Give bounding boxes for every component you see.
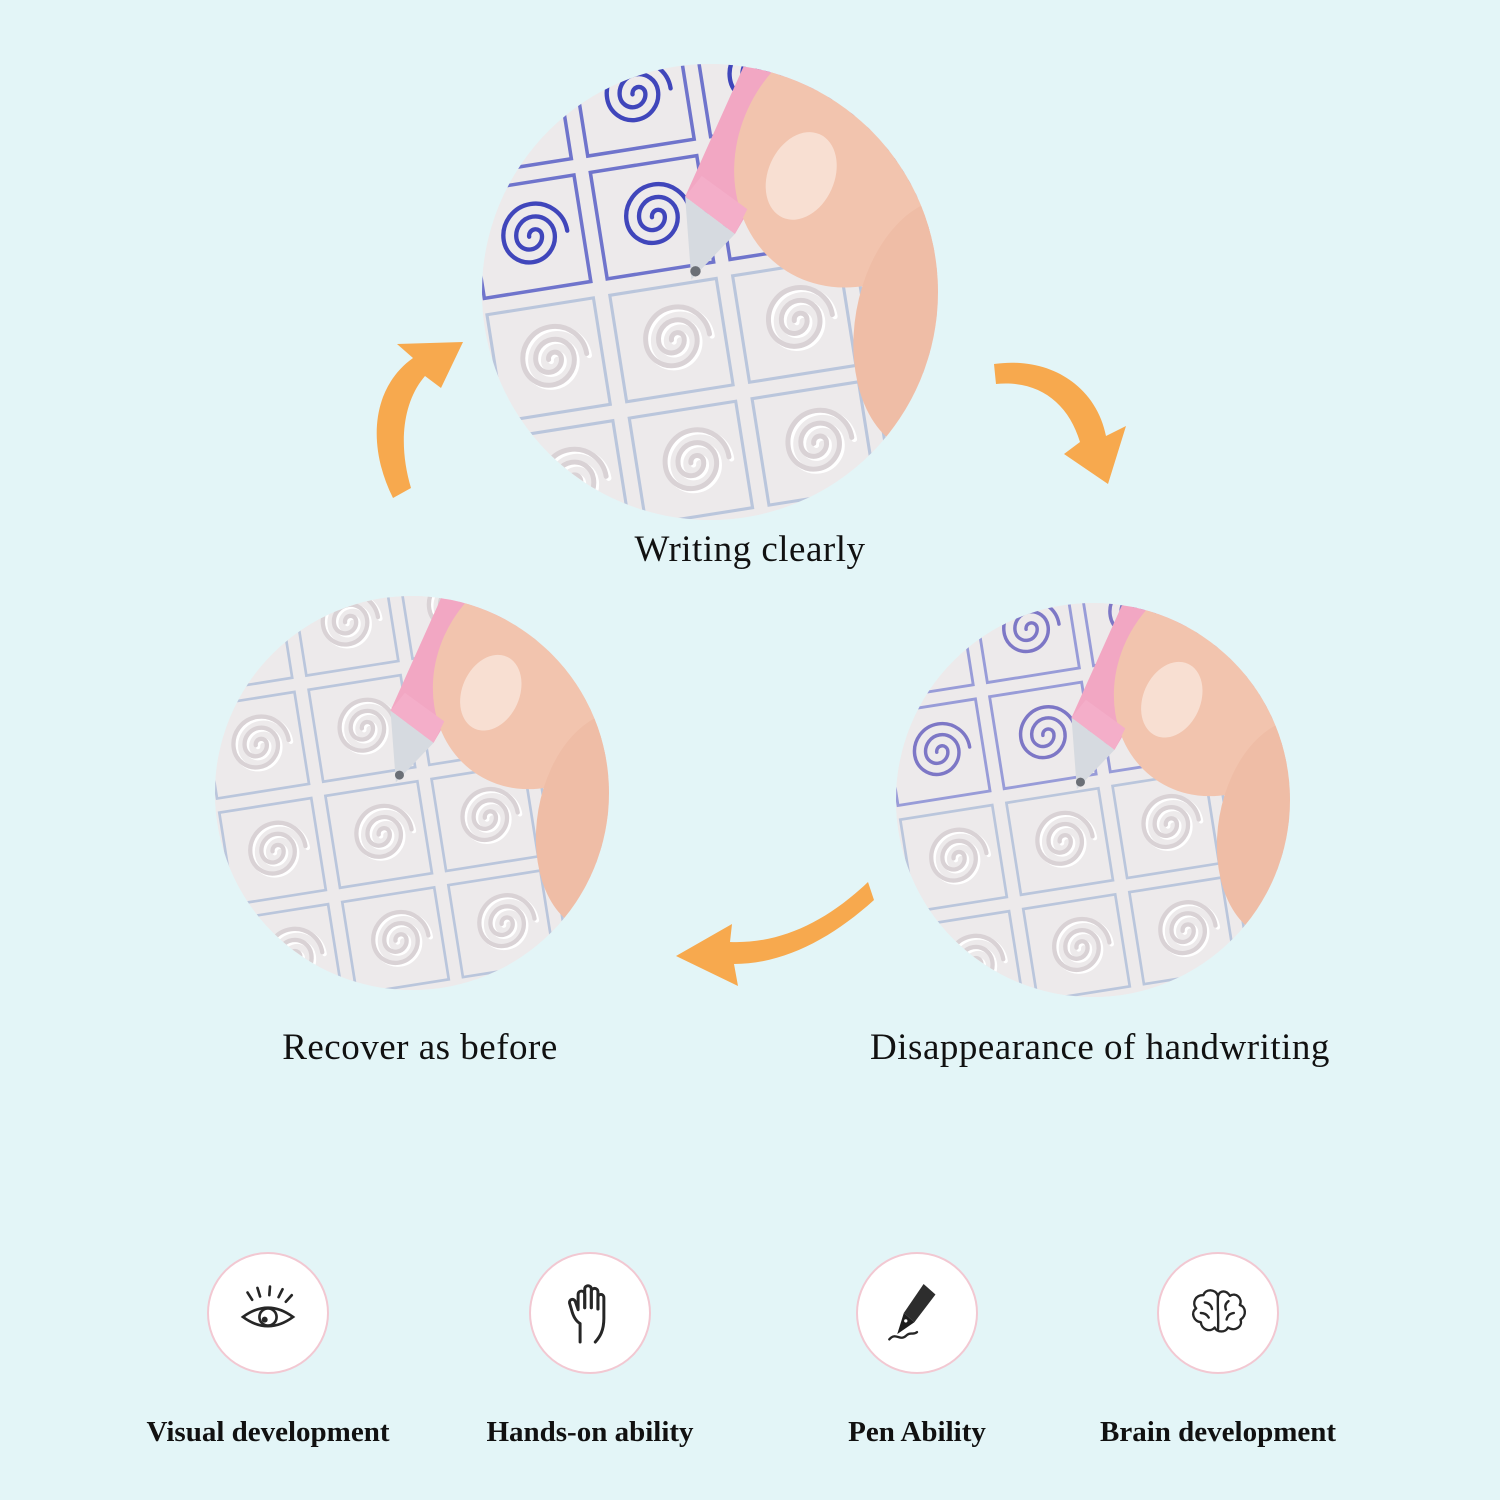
feature-brain-development: Brain development: [1068, 1252, 1368, 1449]
step-label-recover: Recover as before: [282, 1027, 558, 1068]
feature-row: Visual development Hands-on ability: [0, 1252, 1500, 1472]
cycle-arrow-up-icon: [355, 320, 485, 505]
feature-circle: [529, 1252, 651, 1374]
feature-circle: [856, 1252, 978, 1374]
photo-recovered-page: [215, 596, 609, 990]
feature-label: Pen Ability: [848, 1416, 986, 1448]
feature-label: Hands-on ability: [486, 1416, 694, 1448]
eye-icon: [240, 1285, 296, 1328]
photo-writing-clearly: [482, 64, 938, 520]
cycle-arrow-left-icon: [668, 868, 878, 993]
step-label-writing-clearly: Writing clearly: [634, 529, 866, 570]
pen-icon: [888, 1283, 936, 1341]
hand-icon: [568, 1284, 606, 1344]
step-label-disappearance: Disappearance of handwriting: [870, 1027, 1330, 1068]
feature-label: Brain development: [1099, 1416, 1337, 1448]
photo-disappearing-handwriting: [896, 603, 1290, 997]
brain-icon: [1191, 1289, 1246, 1333]
feature-visual-development: Visual development: [118, 1252, 418, 1449]
feature-label: Visual development: [146, 1416, 390, 1448]
cycle-arrow-down-icon: [980, 350, 1150, 525]
feature-pen-ability: Pen Ability: [767, 1252, 1067, 1449]
feature-hands-on-ability: Hands-on ability: [440, 1252, 740, 1449]
feature-circle: [1157, 1252, 1279, 1374]
feature-circle: [207, 1252, 329, 1374]
